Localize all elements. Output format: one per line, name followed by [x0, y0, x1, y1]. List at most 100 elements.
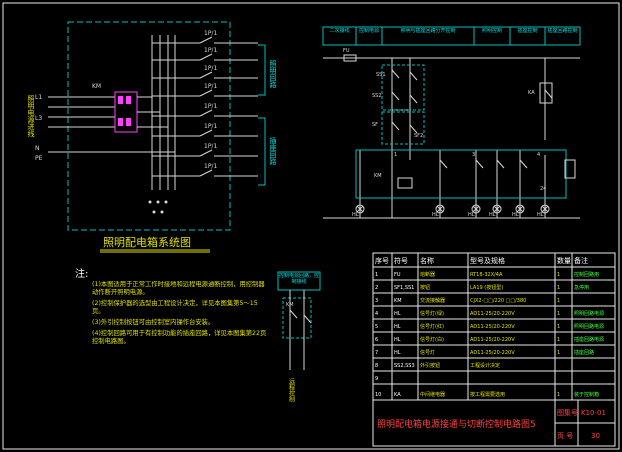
cabinet-boundary: [67, 21, 231, 231]
relay-coil: [564, 159, 576, 179]
ss2-label: SS2: [372, 93, 382, 99]
table-cell: 工程设计决定: [470, 362, 500, 369]
branch-breaker-label: 1P/1: [204, 47, 217, 54]
table-cell: AD11-25/20-220V: [470, 337, 515, 343]
schematic-header-text: 插座回路控制: [547, 28, 578, 34]
lamp-label: HL: [432, 212, 439, 218]
socket-group-label: 插座回路: [269, 136, 277, 166]
lamp-icon: [540, 204, 550, 214]
table-cell: RT18-32X/4A: [470, 272, 503, 278]
table-cell: 1: [557, 298, 560, 304]
sf2-label: SF2: [414, 133, 423, 139]
branch-breaker-label: 1P/1: [204, 30, 217, 37]
lamp-icon: [435, 204, 445, 214]
schematic-header-cell: 插座控制: [517, 28, 537, 34]
page-label: 页 号: [557, 432, 573, 440]
fuse-label: FU: [343, 48, 350, 54]
note-item: (1)本图适用于正常工作时接地和远程电源通断控制，用控制器动作断开照明电源。: [92, 281, 265, 296]
schematic-header-text: 控制电源: [358, 28, 379, 34]
table-cell: AD11-25/20-220V: [470, 311, 515, 317]
table-cell: 2: [375, 285, 378, 291]
branch-breaker-label: 1P/1: [204, 123, 217, 130]
table-cell: FU: [394, 272, 401, 278]
note-item: (2)控制保护器的选型由工程设计决定，详见本图集第5～15页。: [92, 300, 258, 315]
small-box-item: KM: [286, 302, 294, 308]
control-schematic: 二次接线 控制电源 照明与插座回路分开控制 照明控制 插座控制 插座回路控制 FU: [322, 26, 581, 219]
schematic-header: 二次接线 控制电源 照明与插座回路分开控制 照明控制 插座控制 插座回路控制: [322, 26, 581, 46]
branch-breaker-label: 1P/1: [204, 83, 217, 90]
table-cell: 照明回路电源: [574, 310, 604, 317]
atlas-value: K10-01: [581, 409, 606, 417]
table-cell: 插座回路: [574, 349, 594, 356]
phase-label: L3: [35, 115, 42, 122]
main-breaker-label: KM: [92, 83, 101, 90]
phase-label: L1: [35, 94, 42, 101]
ka-label: KA: [528, 90, 535, 96]
lamp-label: HL: [537, 212, 544, 218]
table-cell: 装于控制箱: [574, 391, 599, 398]
branch-breaker-label: 1P/1: [204, 103, 217, 110]
table-cell: 1: [557, 350, 560, 356]
table-cell: 按工程需要选用: [470, 391, 505, 398]
note-item: (4)控制回路可用于有控制功能的插座回路，详见本图集第22页控制电路图。: [92, 330, 267, 345]
table-cell: 中间继电器: [420, 391, 445, 398]
lamp-label: HL: [512, 212, 519, 218]
button-box: [381, 64, 425, 111]
table-cell: 6: [375, 337, 378, 343]
lamp-label: HL: [468, 212, 475, 218]
table-cell: CJX2-□□/220 □□/380: [470, 298, 526, 304]
table-cell: 急停用: [574, 284, 589, 291]
table-header-cell: 名称: [420, 256, 434, 265]
table-header-cell: 符号: [394, 256, 408, 265]
table-cell: 信号灯(绿): [420, 310, 444, 317]
notes-title: 注:: [75, 267, 88, 280]
switch-box: [381, 111, 425, 145]
table-cell: 1: [557, 337, 560, 343]
small-box-title-wrap: 控制电源回路，控制接线: [279, 273, 319, 285]
table-cell: 信号灯(红): [420, 323, 444, 330]
lamp-icon: [355, 204, 365, 214]
table-cell: KA: [394, 392, 401, 398]
table-header-cell: 数量: [557, 256, 571, 265]
sf-label: SF: [372, 122, 378, 128]
lamp-label: HL: [489, 212, 496, 218]
incoming-phase-lines: L1 L3 N PE: [35, 94, 175, 162]
branch-breaker-label: 1P/1: [204, 163, 217, 170]
table-cell: 照明回路电源: [574, 323, 604, 330]
schematic-header-text: 二次接线: [329, 28, 350, 34]
lamp-icon: [492, 204, 502, 214]
table-cell: 8: [375, 363, 378, 369]
schematic-header-text: 照明与插座回路分开控制: [400, 28, 456, 34]
table-header-cell: 型号及规格: [470, 256, 505, 265]
table-cell: 交流接触器: [420, 297, 445, 304]
table-cell: SS2,SS3: [394, 363, 415, 369]
table-cell: HL: [394, 324, 401, 330]
system-diagram-title: 照明配电箱系统图: [103, 235, 191, 249]
lighting-group-label: 照明回路: [269, 60, 277, 89]
title-block: 照明配电箱电源接通与切断控制电路图5 图集号 K10-01 页 号 30: [372, 399, 616, 447]
table-cell: 信号灯(白): [420, 336, 444, 343]
table-cell: 1: [375, 272, 378, 278]
lamp-icon: [515, 204, 525, 214]
notes-body: (1)本图适用于正常工作时接地和远程电源通断控制，用控制器动作断开照明电源。 (2…: [92, 281, 267, 345]
table-cell: KM: [394, 298, 402, 304]
schematic-header-cell: 控制电源: [358, 28, 379, 34]
drawing-title: 照明配电箱电源接通与切断控制电路图5: [377, 418, 536, 430]
page-value: 30: [591, 432, 600, 440]
group-brackets: [258, 44, 266, 186]
small-box-title: 控制电源回路，控制接线: [279, 273, 319, 285]
fuse-symbol: [343, 54, 357, 62]
table-cell: AD11-25/20-220V: [470, 350, 515, 356]
lamp-icon: [471, 204, 481, 214]
ss1-label: SS1: [376, 72, 386, 78]
pe-label: PE: [35, 155, 43, 162]
branch-breaker-label: 1P/1: [204, 143, 217, 150]
table-cell: AD11-25/20-220V: [470, 324, 515, 330]
table-cell: HL: [394, 337, 401, 343]
table-cell: 1: [557, 324, 560, 330]
schematic-header-cell: 插座回路控制: [547, 28, 578, 34]
schematic-header-cell: 二次接线: [329, 28, 350, 34]
schematic-header-cell: 照明控制: [482, 28, 502, 34]
